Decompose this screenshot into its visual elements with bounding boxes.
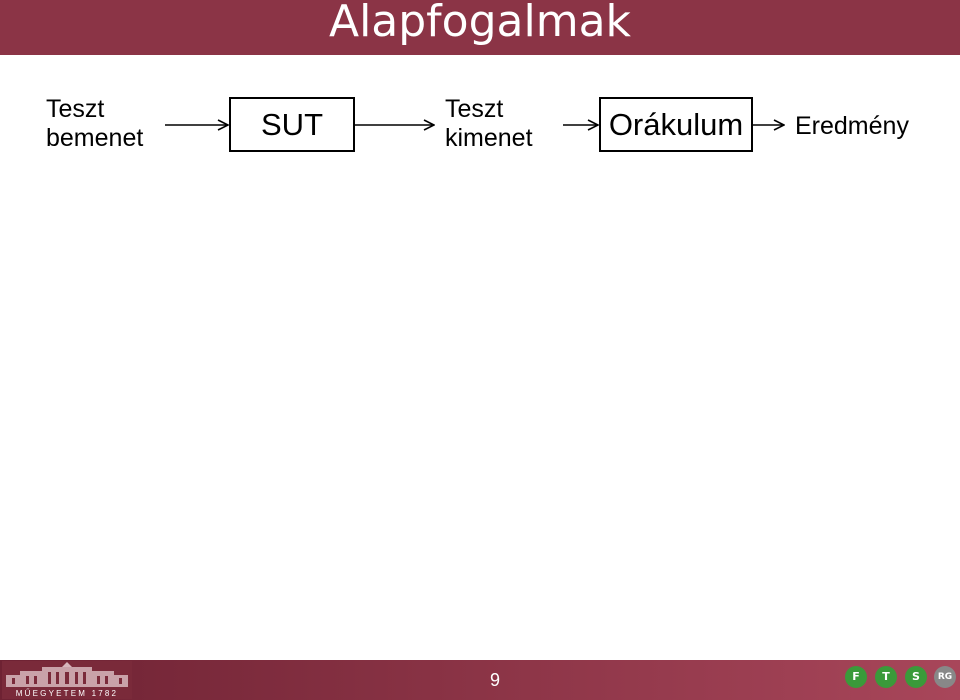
slide-header: Alapfogalmak — [0, 0, 960, 55]
test-output-label: Teszt kimenet — [445, 95, 533, 153]
test-process-diagram: Teszt bemenet SUT Teszt kimenet Orákulum… — [0, 55, 960, 175]
slide-footer: MŰEGYETEM 1782 9 F T S RG — [0, 660, 960, 700]
oracle-label: Orákulum — [608, 106, 744, 142]
university-logo-text: MŰEGYETEM 1782 — [16, 689, 118, 698]
diagram-arrows — [165, 55, 960, 175]
test-output-label-line1: Teszt — [445, 95, 504, 123]
logo-letter-f: F — [845, 666, 867, 688]
result-label: Eredmény — [795, 112, 909, 140]
test-input-label-line1: Teszt — [46, 95, 105, 123]
page-number: 9 — [489, 670, 500, 690]
test-input-label-line2: bemenet — [46, 124, 144, 152]
sut-box: SUT — [229, 97, 355, 152]
test-output-label-line2: kimenet — [445, 124, 533, 152]
test-input-label: Teszt bemenet — [46, 95, 143, 153]
sut-label: SUT — [261, 106, 323, 142]
logo-letter-t: T — [875, 666, 897, 688]
logo-letters-rg: RG — [934, 666, 956, 688]
oracle-box: Orákulum — [599, 97, 753, 152]
slide-title: Alapfogalmak — [328, 0, 632, 47]
logo-letter-s: S — [905, 666, 927, 688]
ftsrg-logo: F T S RG — [843, 663, 958, 697]
university-building-logo: MŰEGYETEM 1782 — [2, 661, 132, 699]
